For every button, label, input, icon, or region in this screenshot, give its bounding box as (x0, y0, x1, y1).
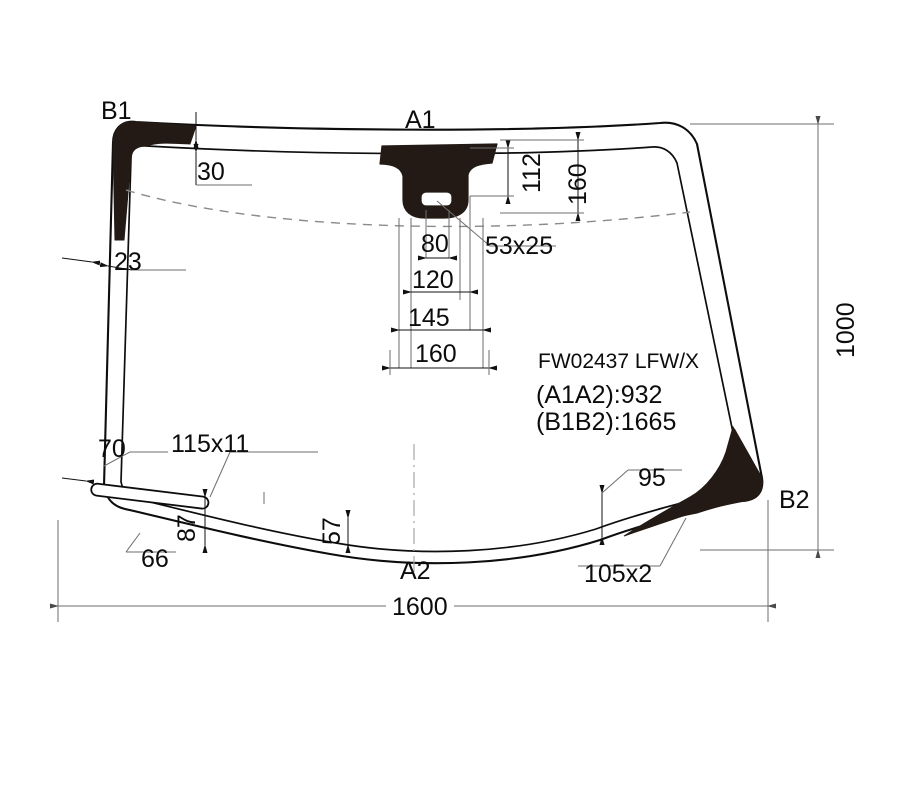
dim-mirror-w1: 80 (421, 230, 449, 258)
dim-bottom-right-slot: 105x2 (584, 560, 653, 588)
dim-bottom-band-87: 87 (173, 514, 201, 542)
dim-side-band-left: 23 (114, 248, 142, 276)
arc-a1a2: (A1A2):932 (536, 381, 663, 409)
dim-mirror-outer-height: 160 (564, 163, 592, 205)
frit-corner-bottom-right (623, 425, 763, 537)
dim-bottom-band-95: 95 (638, 464, 666, 492)
dim-mirror-w4: 160 (415, 340, 457, 368)
dim-top-band-left: 30 (197, 158, 225, 186)
label-a2: A2 (400, 557, 431, 585)
label-a1: A1 (405, 106, 436, 134)
label-b1: B1 (101, 97, 132, 125)
dim-mirror-inner-height: 112 (518, 153, 546, 193)
dim-mirror-slot: 53x25 (485, 232, 554, 260)
antenna-slot (90, 482, 210, 510)
dim-antenna-slot: 115x11 (171, 430, 250, 458)
mirror-slot-cutout (420, 191, 453, 207)
frit-corner-top-left (112, 121, 197, 241)
dim-overall-height: 1000 (828, 302, 865, 358)
dim-mirror-w3: 145 (408, 304, 450, 332)
dim-bottom-left-edge: 70 (98, 435, 126, 463)
dim-mirror-w2: 120 (412, 266, 454, 294)
frit-mirror-bracket (379, 143, 498, 219)
part-code: FW02437 LFW/X (538, 350, 700, 373)
dim-overall-width: 1600 (386, 595, 454, 620)
dim-bottom-band-66: 66 (141, 545, 169, 573)
dim-bottom-band-57: 57 (318, 517, 346, 545)
arc-b1b2: (B1B2):1665 (536, 408, 677, 436)
label-b2: B2 (779, 486, 810, 514)
dimension-lines (50, 112, 834, 622)
